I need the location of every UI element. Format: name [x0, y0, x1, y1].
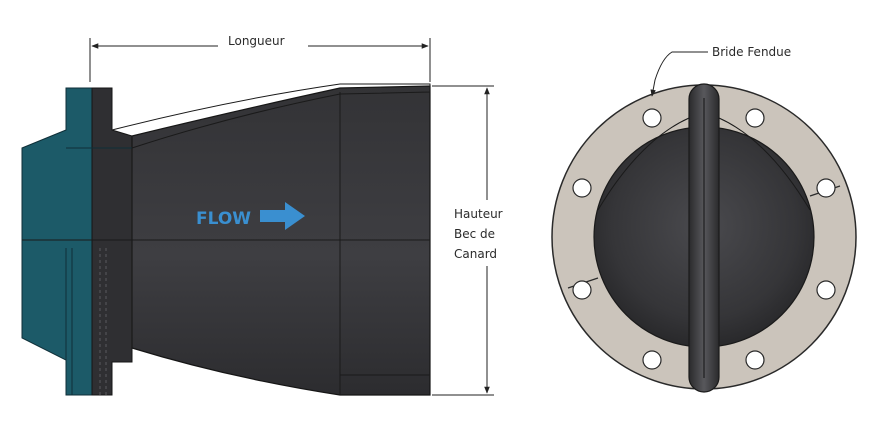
- body-top-edge: [111, 83, 431, 149]
- front-view: Bride Fendue: [551, 45, 857, 393]
- side-view: FLOW Longueur Hauteur Bec de Canard: [21, 34, 503, 396]
- bolt-hole: [572, 280, 592, 300]
- split-flange-label: Bride Fendue: [712, 45, 791, 59]
- bolt-hole: [642, 108, 662, 128]
- bolt-hole: [816, 280, 836, 300]
- flow-arrow-icon: [260, 202, 305, 230]
- bolt-holes: [572, 108, 836, 370]
- split-flange-leader: [650, 51, 708, 97]
- bolt-hole: [745, 350, 765, 370]
- height-label-line1: Hauteur: [454, 207, 503, 221]
- bolt-hole: [642, 350, 662, 370]
- bolt-hole: [745, 108, 765, 128]
- bolt-hole: [816, 178, 836, 198]
- length-label: Longueur: [228, 34, 285, 48]
- height-label-line2: Bec de: [454, 227, 495, 241]
- flange-sleeve: [91, 87, 133, 396]
- flange-teal: [21, 87, 93, 396]
- flow-label: FLOW: [196, 209, 251, 229]
- height-label-line3: Canard: [454, 247, 497, 261]
- bolt-hole: [572, 178, 592, 198]
